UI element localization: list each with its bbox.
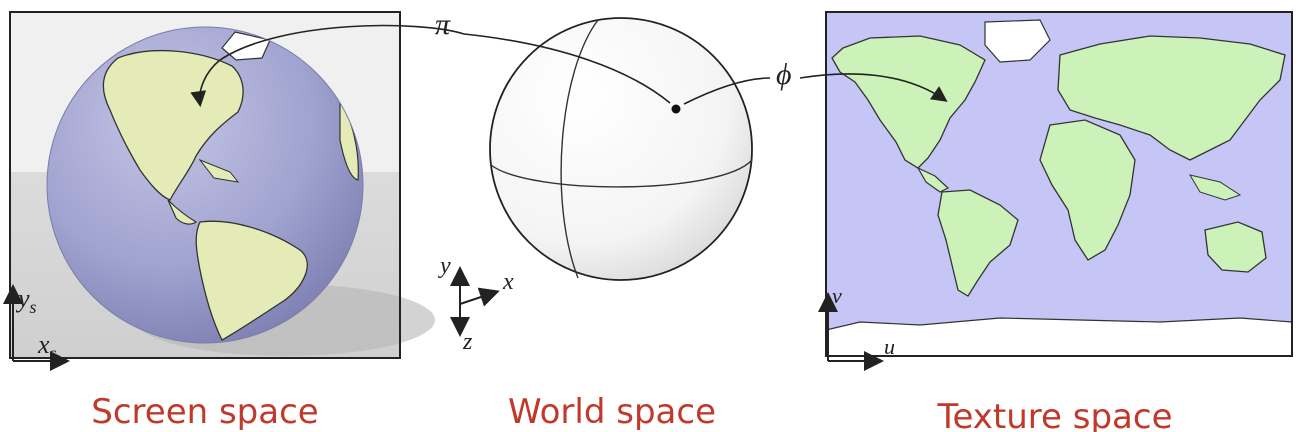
mapping-arrows	[190, 24, 948, 108]
pi-to-screen-arrow	[190, 24, 465, 108]
screen-frame	[9, 11, 401, 359]
south-america	[195, 220, 308, 341]
screen-x-label: xs	[37, 330, 57, 363]
world-sphere	[489, 17, 753, 281]
australia-map	[1204, 221, 1267, 273]
south-america-map	[937, 189, 1019, 297]
phi-label: ϕ	[776, 58, 792, 91]
world-x-axis	[459, 287, 500, 307]
world-y-label: y	[438, 253, 451, 279]
caribbean	[198, 158, 240, 183]
screen-axes: ys xs	[2, 284, 70, 371]
north-america	[102, 49, 244, 201]
texture-space-caption: Texture space	[936, 397, 1172, 432]
texture-u-label: u	[884, 334, 895, 359]
texture-axes: v u	[818, 283, 895, 371]
world-z-label: z	[462, 329, 473, 355]
texture-space-panel: v u ϕ Texture space	[776, 11, 1293, 432]
antarctica	[826, 317, 1292, 356]
central-america-map	[916, 166, 950, 193]
sphere-meridian	[560, 19, 599, 279]
world-x-label: x	[502, 269, 514, 295]
texture-continents	[826, 19, 1292, 356]
screen-space-panel: ys xs Screen space	[2, 11, 435, 432]
point-to-phi-line	[683, 77, 771, 105]
eurasia-map	[1057, 35, 1286, 161]
surface-point	[671, 104, 681, 114]
texture-frame	[825, 11, 1293, 357]
screen-space-caption: Screen space	[91, 392, 318, 432]
texture-v-label: v	[832, 283, 842, 308]
globe-continents	[102, 31, 359, 341]
screen-y-label: ys	[15, 284, 37, 317]
world-space-panel: y x z π World space	[435, 8, 753, 432]
africa-map	[1039, 119, 1136, 261]
greenland-map	[984, 19, 1051, 63]
southeast-asia-islands	[1188, 174, 1242, 201]
world-axes: y x z	[438, 253, 514, 355]
pi-label: π	[435, 8, 451, 41]
world-space-caption: World space	[508, 392, 716, 432]
sphere-equator	[490, 159, 753, 188]
central-america	[167, 199, 198, 225]
pi-to-point-line	[463, 33, 671, 104]
north-america-map	[831, 35, 986, 169]
phi-to-texture-arrow	[799, 73, 948, 102]
globe-outline	[46, 26, 364, 344]
